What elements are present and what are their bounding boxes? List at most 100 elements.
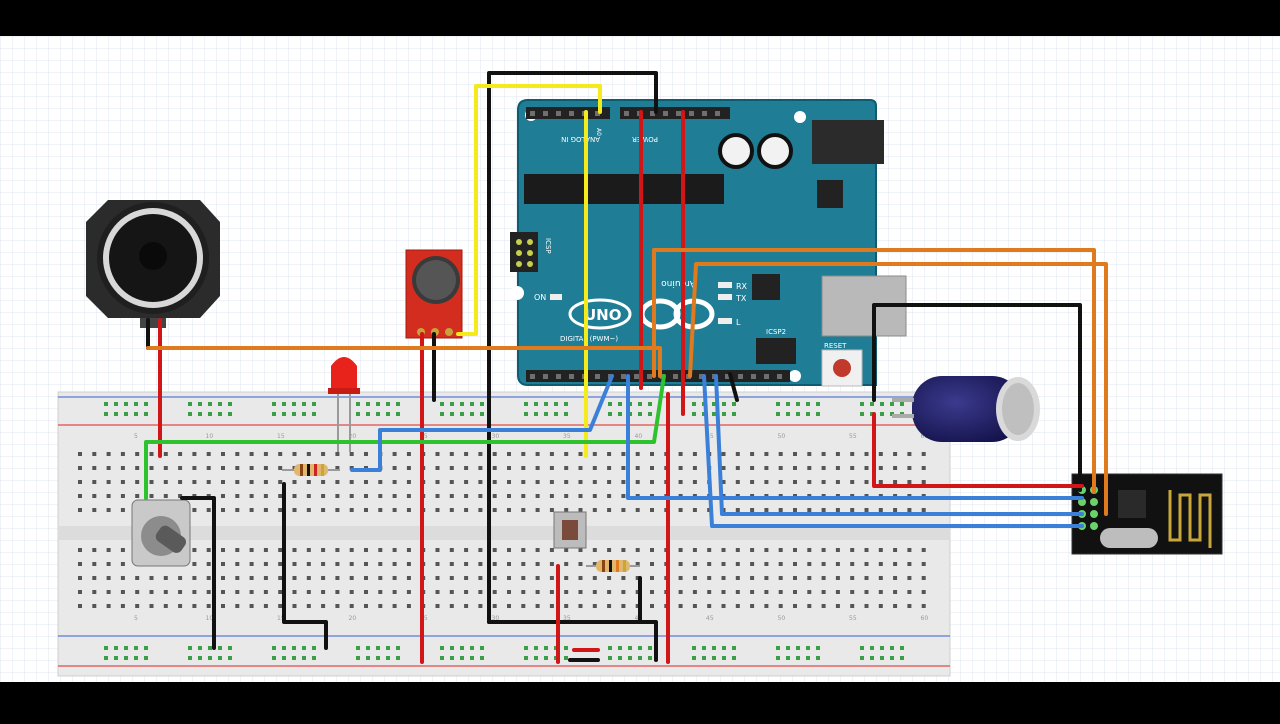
breadboard-hole: [392, 548, 397, 552]
rail-hole: [396, 412, 400, 416]
rail-hole: [198, 646, 202, 650]
breadboard-hole: [163, 494, 168, 498]
rail-hole: [534, 646, 538, 650]
rail-hole: [480, 412, 484, 416]
breadboard-hole: [735, 548, 740, 552]
breadboard-hole: [850, 562, 855, 566]
breadboard-hole: [821, 562, 826, 566]
on-led: [550, 294, 562, 300]
rail-hole: [440, 656, 444, 660]
rail-hole: [722, 656, 726, 660]
header-pin[interactable]: [751, 374, 756, 379]
header-pin[interactable]: [699, 374, 704, 379]
header-pin[interactable]: [569, 111, 574, 116]
breadboard-hole: [793, 576, 797, 580]
header-pin[interactable]: [569, 374, 574, 379]
header-pin[interactable]: [624, 111, 629, 116]
breadboard-hole: [807, 576, 812, 580]
breadboard-hole: [650, 466, 654, 470]
pushbutton-icon[interactable]: [553, 511, 587, 549]
breadboard-hole: [878, 576, 883, 580]
breadboard-hole: [707, 576, 712, 580]
header-pin[interactable]: [676, 111, 681, 116]
breadboard-hole: [78, 576, 82, 580]
header-pin[interactable]: [556, 111, 561, 116]
header-pin[interactable]: [543, 374, 548, 379]
breadboard-hole: [292, 452, 297, 456]
header-pin[interactable]: [663, 111, 668, 116]
header-pin[interactable]: [764, 374, 769, 379]
breadboard-hole: [707, 590, 712, 594]
breadboard-hole: [692, 508, 697, 512]
rail-hole: [144, 656, 148, 660]
header-pin[interactable]: [595, 111, 600, 116]
reset-button-cap[interactable]: [833, 359, 851, 377]
breadboard-hole: [492, 604, 497, 608]
potentiometer-icon[interactable]: [131, 499, 191, 567]
rail-hole: [188, 656, 192, 660]
rail-hole: [900, 402, 904, 406]
header-pin[interactable]: [647, 374, 652, 379]
breadboard-hole: [592, 508, 597, 512]
breadboard-hole: [750, 466, 755, 470]
header-pin[interactable]: [595, 374, 600, 379]
header-pin[interactable]: [725, 374, 730, 379]
breadboard-hole: [478, 508, 483, 512]
breadboard-hole: [263, 590, 268, 594]
rail-hole: [816, 402, 820, 406]
breadboard-hole: [192, 562, 197, 566]
header-pin[interactable]: [689, 111, 694, 116]
breadboard-hole: [549, 604, 554, 608]
rail-hole: [786, 656, 790, 660]
breadboard-hole: [578, 576, 583, 580]
breadboard-hole: [564, 466, 569, 470]
breadboard-hole: [778, 466, 783, 470]
breadboard-hole: [235, 604, 240, 608]
breadboard-hole: [650, 590, 654, 594]
rail-hole: [702, 646, 706, 650]
header-pin[interactable]: [673, 374, 678, 379]
header-pin[interactable]: [621, 374, 626, 379]
header-pin[interactable]: [715, 111, 720, 116]
rail-hole: [124, 656, 128, 660]
breadboard-hole: [621, 576, 626, 580]
breadboard-hole: [249, 604, 254, 608]
breadboard-hole: [278, 548, 283, 552]
rail-hole: [302, 646, 306, 650]
header-pin[interactable]: [738, 374, 743, 379]
breadboard-hole: [249, 508, 254, 512]
breadboard-hole: [206, 562, 211, 566]
rail-hole: [554, 412, 558, 416]
breadboard-hole: [392, 604, 397, 608]
header-pin[interactable]: [530, 374, 535, 379]
arduino-uno-board[interactable]: ANALOG IN POWER DIGITAL (PWM~) A0 ICSP O…: [510, 99, 907, 387]
breadboard-hole: [278, 452, 283, 456]
rail-hole: [638, 402, 642, 406]
breadboard-hole: [592, 494, 597, 498]
header-pin[interactable]: [543, 111, 548, 116]
breadboard-hole: [192, 604, 197, 608]
breadboard-hole: [750, 604, 755, 608]
header-pin[interactable]: [702, 111, 707, 116]
breadboard-hole: [392, 576, 397, 580]
header-pin[interactable]: [530, 111, 535, 116]
breadboard-hole: [249, 576, 254, 580]
mounting-hole: [789, 370, 801, 382]
breadboard-hole: [735, 562, 740, 566]
breadboard-hole: [549, 590, 554, 594]
rail-hole: [806, 646, 810, 650]
breadboard-hole: [621, 590, 626, 594]
breadboard-hole: [364, 562, 368, 566]
breadboard-hole: [492, 494, 497, 498]
electrolytic-capacitor-icon: [892, 376, 1040, 442]
header-pin[interactable]: [634, 374, 639, 379]
breadboard-hole: [478, 452, 483, 456]
breadboard-hole: [149, 576, 154, 580]
header-pin[interactable]: [556, 374, 561, 379]
rail-hole: [208, 412, 212, 416]
breadboard-hole: [921, 590, 926, 594]
header-pin[interactable]: [650, 111, 655, 116]
breadboard-hole: [750, 480, 755, 484]
header-pin[interactable]: [777, 374, 782, 379]
rail-hole: [786, 412, 790, 416]
